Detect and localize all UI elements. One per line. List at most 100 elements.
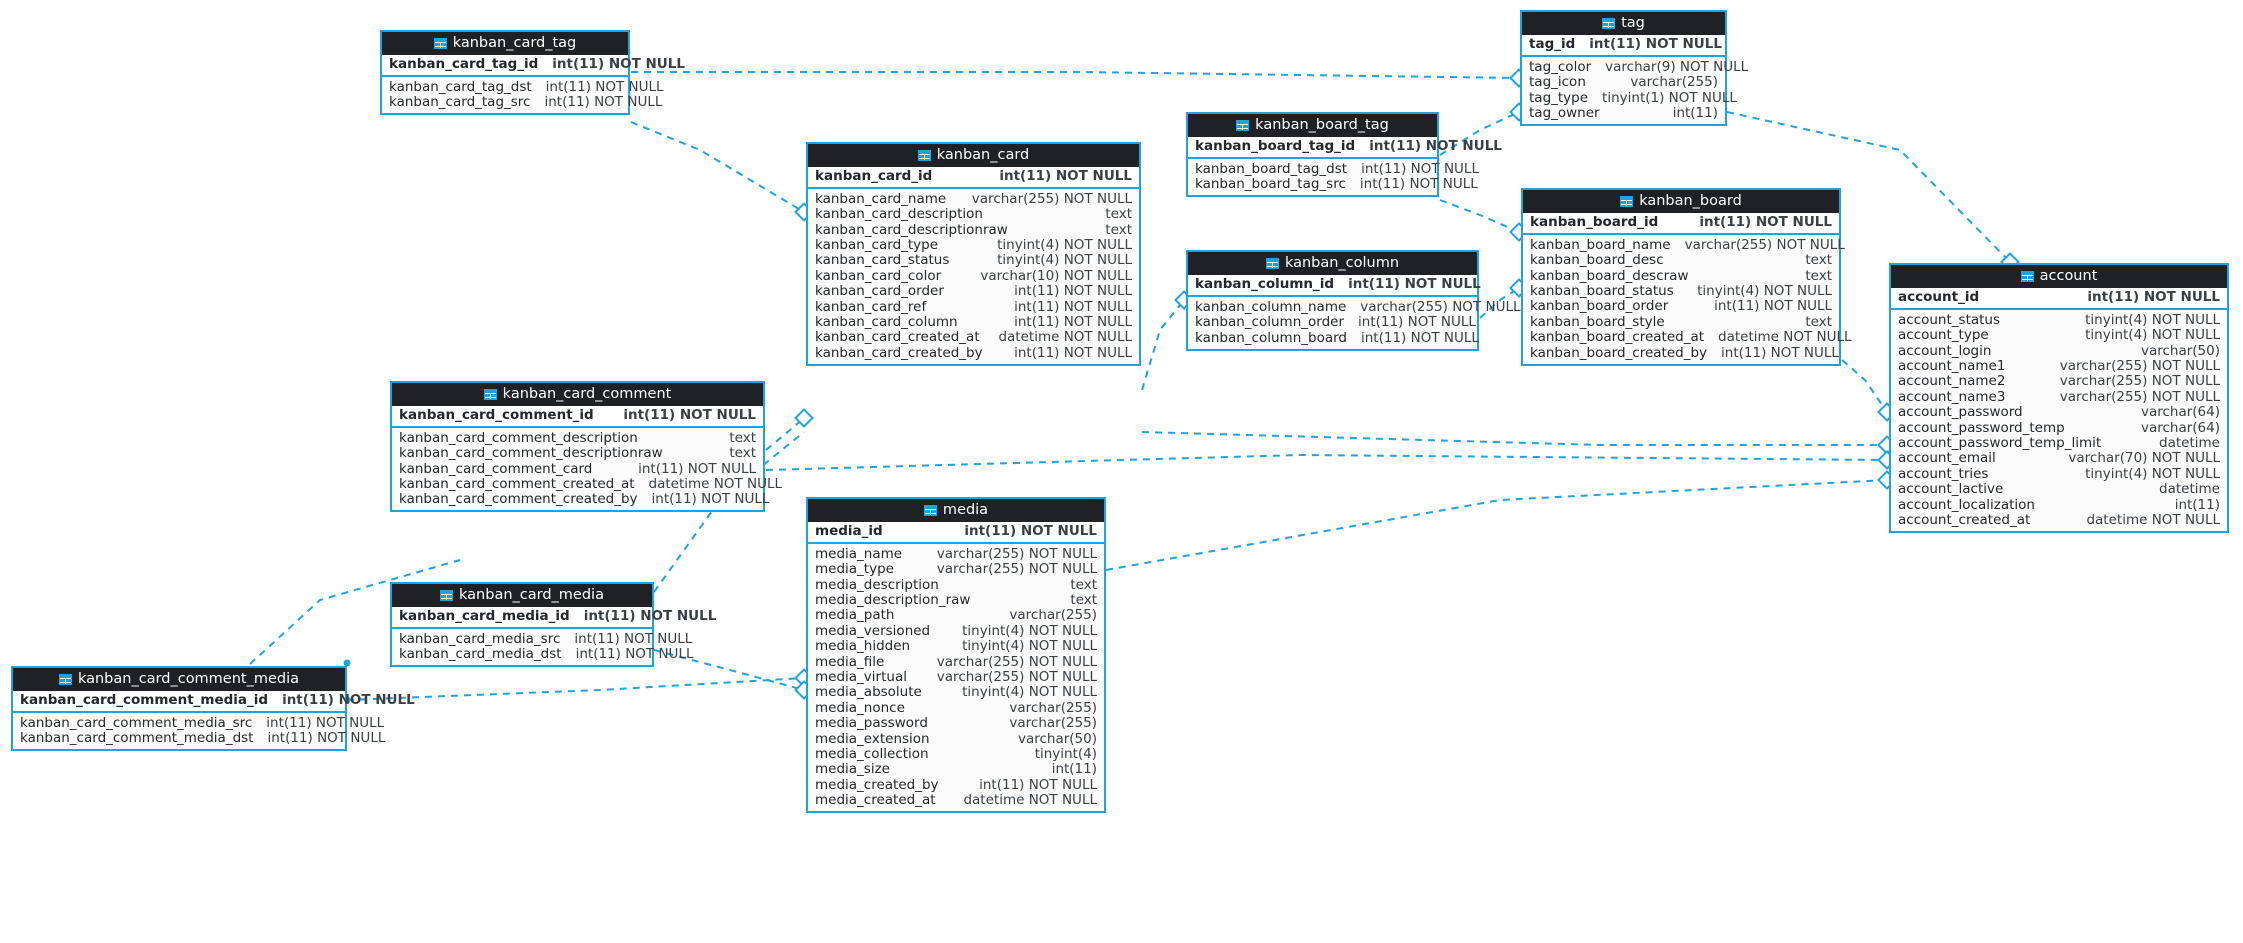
table-header-kanban_board[interactable]: kanban_board — [1523, 190, 1839, 213]
table-header-tag[interactable]: tag — [1522, 12, 1725, 35]
table-header-kanban_card_tag[interactable]: kanban_card_tag — [382, 32, 628, 55]
table-header-kanban_card_comment[interactable]: kanban_card_comment — [392, 383, 763, 406]
table-header-kanban_card[interactable]: kanban_card — [808, 144, 1139, 167]
table-header-media[interactable]: media — [808, 499, 1104, 522]
table-header-account[interactable]: account — [1891, 265, 2227, 288]
table-header-kanban_card_comment_media[interactable]: kanban_card_comment_media — [13, 668, 345, 691]
table-header-kanban_board_tag[interactable]: kanban_board_tag — [1188, 114, 1437, 137]
table-header-kanban_card_media[interactable]: kanban_card_media — [392, 584, 652, 607]
table-header-kanban_column[interactable]: kanban_column — [1188, 252, 1477, 275]
